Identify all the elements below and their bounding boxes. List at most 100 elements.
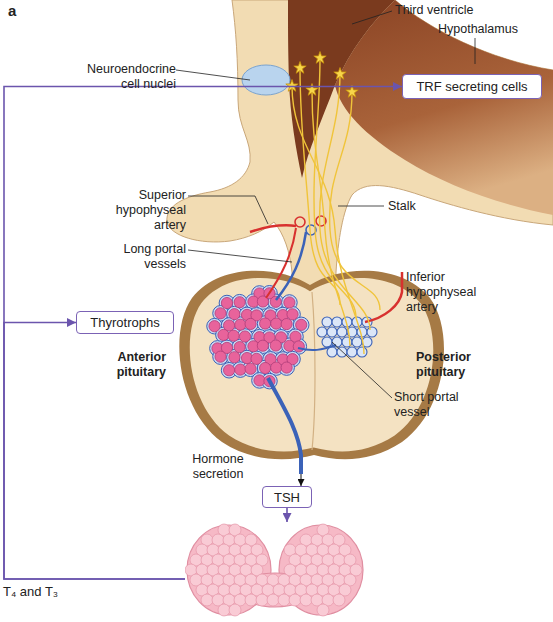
thyroid-lobule bbox=[317, 604, 329, 616]
capillary-loop bbox=[367, 327, 377, 337]
part-label: Anterior pituitary bbox=[92, 350, 166, 380]
axon bbox=[320, 74, 370, 330]
leader-line bbox=[188, 250, 292, 262]
capillary-loop bbox=[327, 347, 337, 357]
panel-letter: a bbox=[8, 3, 16, 18]
part-label: Inferior hypophyseal artery bbox=[406, 270, 486, 315]
box-text: TSH bbox=[274, 490, 300, 505]
capillary-loop bbox=[347, 347, 357, 357]
thyrotroph-cell bbox=[251, 353, 262, 364]
thyrotroph-cell bbox=[270, 296, 281, 307]
leader-lines bbox=[176, 11, 475, 398]
thyroid-lobule bbox=[218, 604, 230, 616]
tsh-label-box: TSH bbox=[262, 486, 312, 508]
thyroid-lobule bbox=[278, 594, 290, 606]
part-label: Long portal vessels bbox=[105, 242, 186, 272]
part-label: Stalk bbox=[388, 199, 416, 214]
hormone-label: T₄ and T₃ bbox=[3, 584, 58, 599]
box-text: TRF secreting cells bbox=[416, 79, 527, 94]
neuron-star bbox=[314, 52, 326, 64]
inferior-artery bbox=[365, 272, 402, 322]
capillary-loop bbox=[322, 317, 332, 327]
thyrotroph-cell bbox=[281, 318, 292, 329]
feedback-arrow bbox=[4, 323, 185, 580]
long-portal-vein bbox=[276, 232, 306, 300]
thyrotroph-cell bbox=[218, 329, 229, 340]
artery-loop bbox=[295, 217, 305, 227]
thyroid-lobe bbox=[239, 573, 311, 607]
axon bbox=[312, 90, 350, 346]
part-label: Hypothalamus bbox=[438, 22, 518, 37]
thyrotroph-cell bbox=[235, 319, 246, 330]
capillary-loop bbox=[317, 327, 327, 337]
capillary-loop bbox=[322, 337, 332, 347]
hypothalamus-region bbox=[335, 0, 553, 215]
thyroid-lobe bbox=[279, 525, 363, 615]
lobe-divider bbox=[312, 292, 315, 450]
leader-line bbox=[188, 196, 268, 224]
capillary-loop bbox=[357, 347, 367, 357]
brain-tissue bbox=[167, 0, 553, 292]
anterior-cell-cluster bbox=[207, 285, 309, 388]
leader-line bbox=[176, 70, 250, 80]
box-text: Thyrotrophs bbox=[90, 315, 159, 330]
capillary-loop bbox=[332, 317, 342, 327]
thyroid-lobule bbox=[245, 594, 257, 606]
short-portal-vessel bbox=[298, 345, 336, 350]
thyrotroph-cell bbox=[260, 362, 271, 373]
thyrotroph-cell bbox=[287, 309, 298, 320]
thyroid-lobe bbox=[187, 525, 271, 615]
part-label: Superior hypophyseal artery bbox=[110, 188, 186, 233]
feedback-arrow bbox=[4, 87, 402, 580]
thyrotroph-cell bbox=[293, 341, 304, 352]
trf-label-box: TRF secreting cells bbox=[402, 74, 542, 99]
thyrotrophs-label-box: Thyrotrophs bbox=[76, 311, 174, 334]
thyrotroph-cell bbox=[257, 340, 268, 351]
thyrotroph-cell bbox=[229, 352, 240, 363]
neuron-star bbox=[294, 62, 306, 74]
thyrotroph-cell bbox=[215, 308, 226, 319]
pituitary-capsule bbox=[179, 271, 444, 460]
capillary-loop bbox=[337, 327, 347, 337]
leader-line bbox=[475, 38, 476, 64]
axon bbox=[292, 86, 364, 354]
thyrotroph-cell bbox=[215, 351, 226, 362]
part-label: Hormone secretion bbox=[178, 452, 258, 482]
thyrotroph-cell bbox=[229, 309, 240, 320]
thyroid-lobule bbox=[289, 594, 301, 606]
neuron-star bbox=[286, 80, 298, 92]
thyroid-lobule bbox=[229, 604, 241, 616]
thyroid-lobule bbox=[333, 594, 345, 606]
thyrotroph-cell bbox=[254, 375, 265, 386]
trf-cell-bodies bbox=[286, 52, 358, 98]
thyrotroph-cell bbox=[235, 364, 246, 375]
leader-line bbox=[352, 11, 392, 24]
thyrotroph-cell bbox=[284, 297, 295, 308]
part-label: Posterior pituitary bbox=[416, 350, 496, 380]
thyrotroph-cell bbox=[271, 362, 282, 373]
long-portal-artery bbox=[266, 228, 296, 298]
capillary-loop bbox=[352, 337, 362, 347]
thyrotroph-cell bbox=[234, 297, 245, 308]
thyrotroph-cell bbox=[228, 330, 239, 341]
part-label: Third ventricle bbox=[395, 3, 474, 18]
leader-line bbox=[338, 206, 384, 207]
thyrotroph-cell bbox=[223, 365, 234, 376]
part-label: Neuroendocrine cell nuclei bbox=[72, 62, 176, 92]
leader-line bbox=[332, 342, 392, 398]
thyrotroph-cell bbox=[270, 340, 281, 351]
part-label: Short portal vessel bbox=[394, 390, 476, 420]
thyroid-gland: T₄ and T₃ bbox=[185, 522, 365, 617]
thyrotroph-cell bbox=[296, 319, 307, 330]
venous-drain bbox=[268, 378, 301, 474]
neuron-star bbox=[346, 86, 358, 98]
capillary-loop bbox=[327, 327, 337, 337]
secretion-arrow bbox=[301, 474, 302, 486]
neuron-star bbox=[306, 84, 318, 96]
feedback-arrow bbox=[286, 508, 288, 522]
thyrotroph-cell bbox=[221, 297, 232, 308]
thyrotroph-cell bbox=[239, 331, 250, 342]
thyrotroph-cell bbox=[234, 342, 245, 353]
thyrotroph-cell bbox=[281, 362, 292, 373]
thyroid-lobule bbox=[201, 594, 213, 606]
